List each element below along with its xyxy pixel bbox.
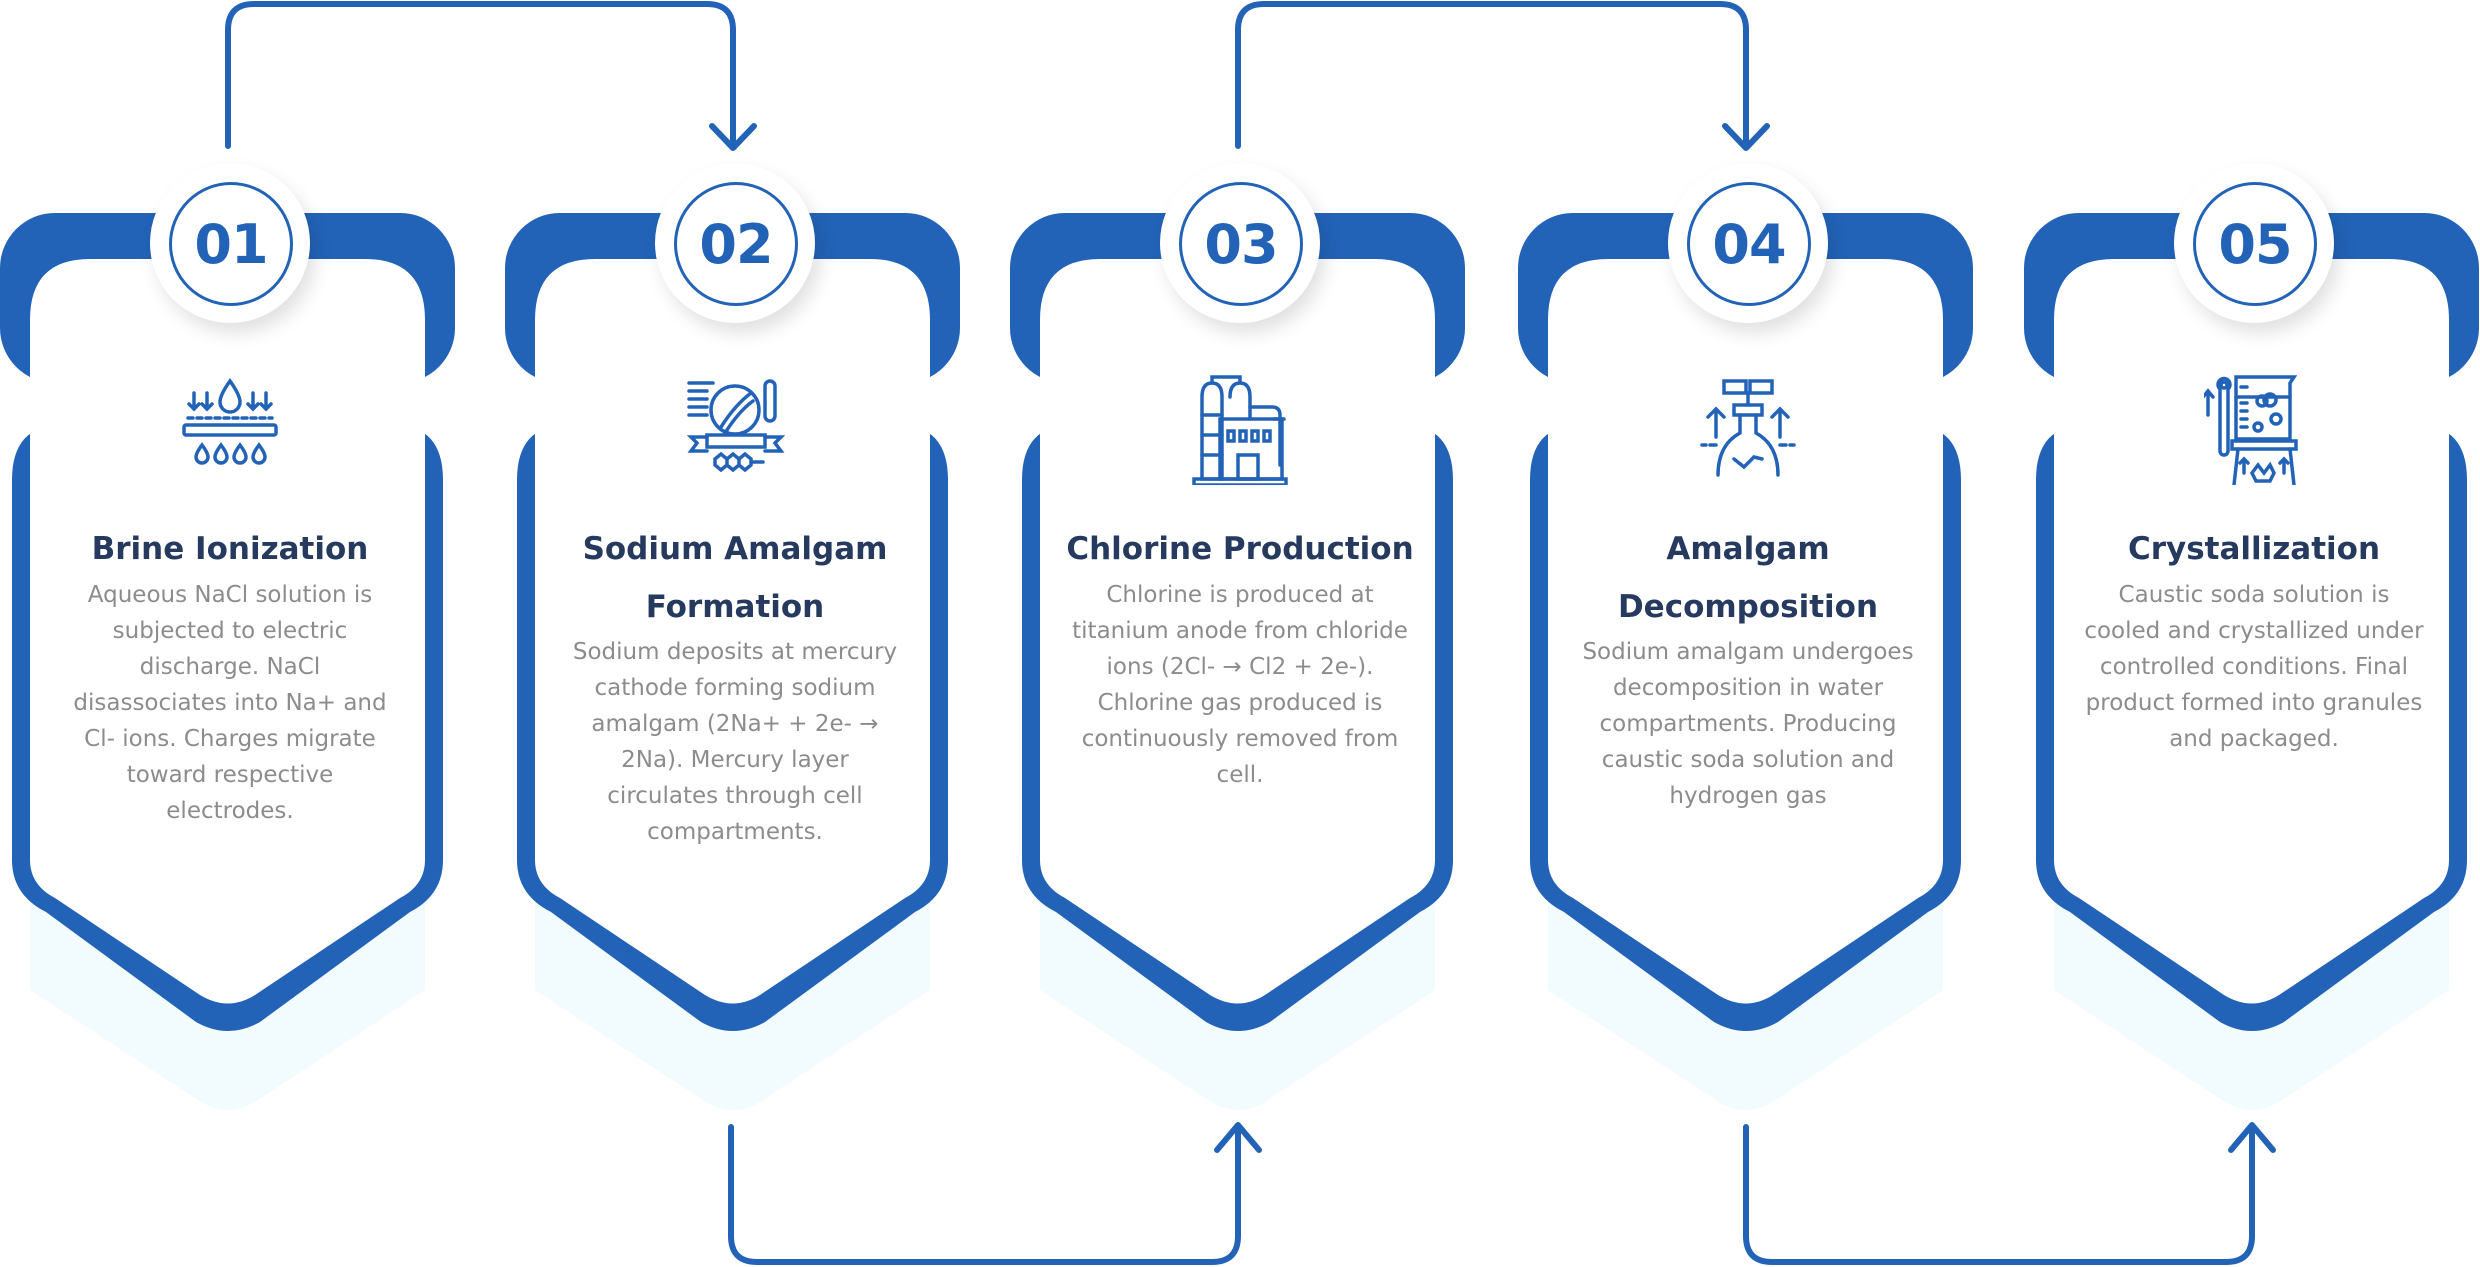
research-molecule-test-tube-icon xyxy=(686,379,785,473)
arrow-down-icon xyxy=(709,123,757,151)
connector-02-03 xyxy=(728,1124,1241,1265)
step-title: Brine Ionization xyxy=(91,531,369,567)
step-card-03: 03 Chlorine Production Chlorine is produ… xyxy=(1010,0,1470,1267)
step-description: Aqueous NaCl solution is subjected to el… xyxy=(73,582,387,824)
step-description: Sodium amalgam undergoes decomposition i… xyxy=(1582,639,1914,809)
connector-03-04 xyxy=(1235,1,1749,149)
step-number: 03 xyxy=(1204,212,1278,276)
flask-distillation-icon xyxy=(1700,379,1796,477)
card-shape xyxy=(0,213,455,1110)
step-description: Sodium deposits at mercury cathode formi… xyxy=(572,639,898,845)
card-shape xyxy=(1518,213,1973,1110)
arrow-up-icon xyxy=(1214,1122,1262,1153)
brine-filter-drops-icon xyxy=(182,377,278,465)
step-number: 04 xyxy=(1712,212,1786,276)
step-number-badge: 05 xyxy=(2174,163,2334,323)
step-title: Sodium Amalgam Formation xyxy=(582,531,888,625)
step-title: Crystallization xyxy=(2127,531,2381,567)
step-number-badge: 02 xyxy=(655,163,815,323)
step-card-01: 01 Brine Ionization Aqueous NaCl solutio… xyxy=(0,0,460,1267)
step-card-04: 04 Amalgam Decomposition Sodium amalgam … xyxy=(1518,0,1978,1267)
chemical-plant-factory-icon xyxy=(1192,375,1288,485)
step-description: Chlorine is produced at titanium anode f… xyxy=(1072,582,1408,788)
step-number-badge: 01 xyxy=(150,163,310,323)
arrow-up-icon xyxy=(2228,1122,2276,1153)
step-number: 05 xyxy=(2218,212,2292,276)
step-card-05: 05 Crystallization Caustic soda solution… xyxy=(2024,0,2480,1267)
step-description: Caustic soda solution is cooled and crys… xyxy=(2084,582,2424,752)
step-number-badge: 03 xyxy=(1160,163,1320,323)
step-title: Amalgam Decomposition xyxy=(1617,531,1879,625)
step-number: 02 xyxy=(699,212,773,276)
arrow-down-icon xyxy=(1722,123,1770,151)
step-number: 01 xyxy=(194,212,268,276)
step-number-badge: 04 xyxy=(1668,163,1828,323)
step-title: Chlorine Production xyxy=(1066,531,1414,567)
connector-01-02 xyxy=(225,1,736,149)
beaker-thermometer-burner-icon xyxy=(2204,375,2298,485)
step-card-02: 02 Sodium Amalgam Formation Sodium depos… xyxy=(505,0,965,1267)
connector-04-05 xyxy=(1743,1124,2255,1265)
